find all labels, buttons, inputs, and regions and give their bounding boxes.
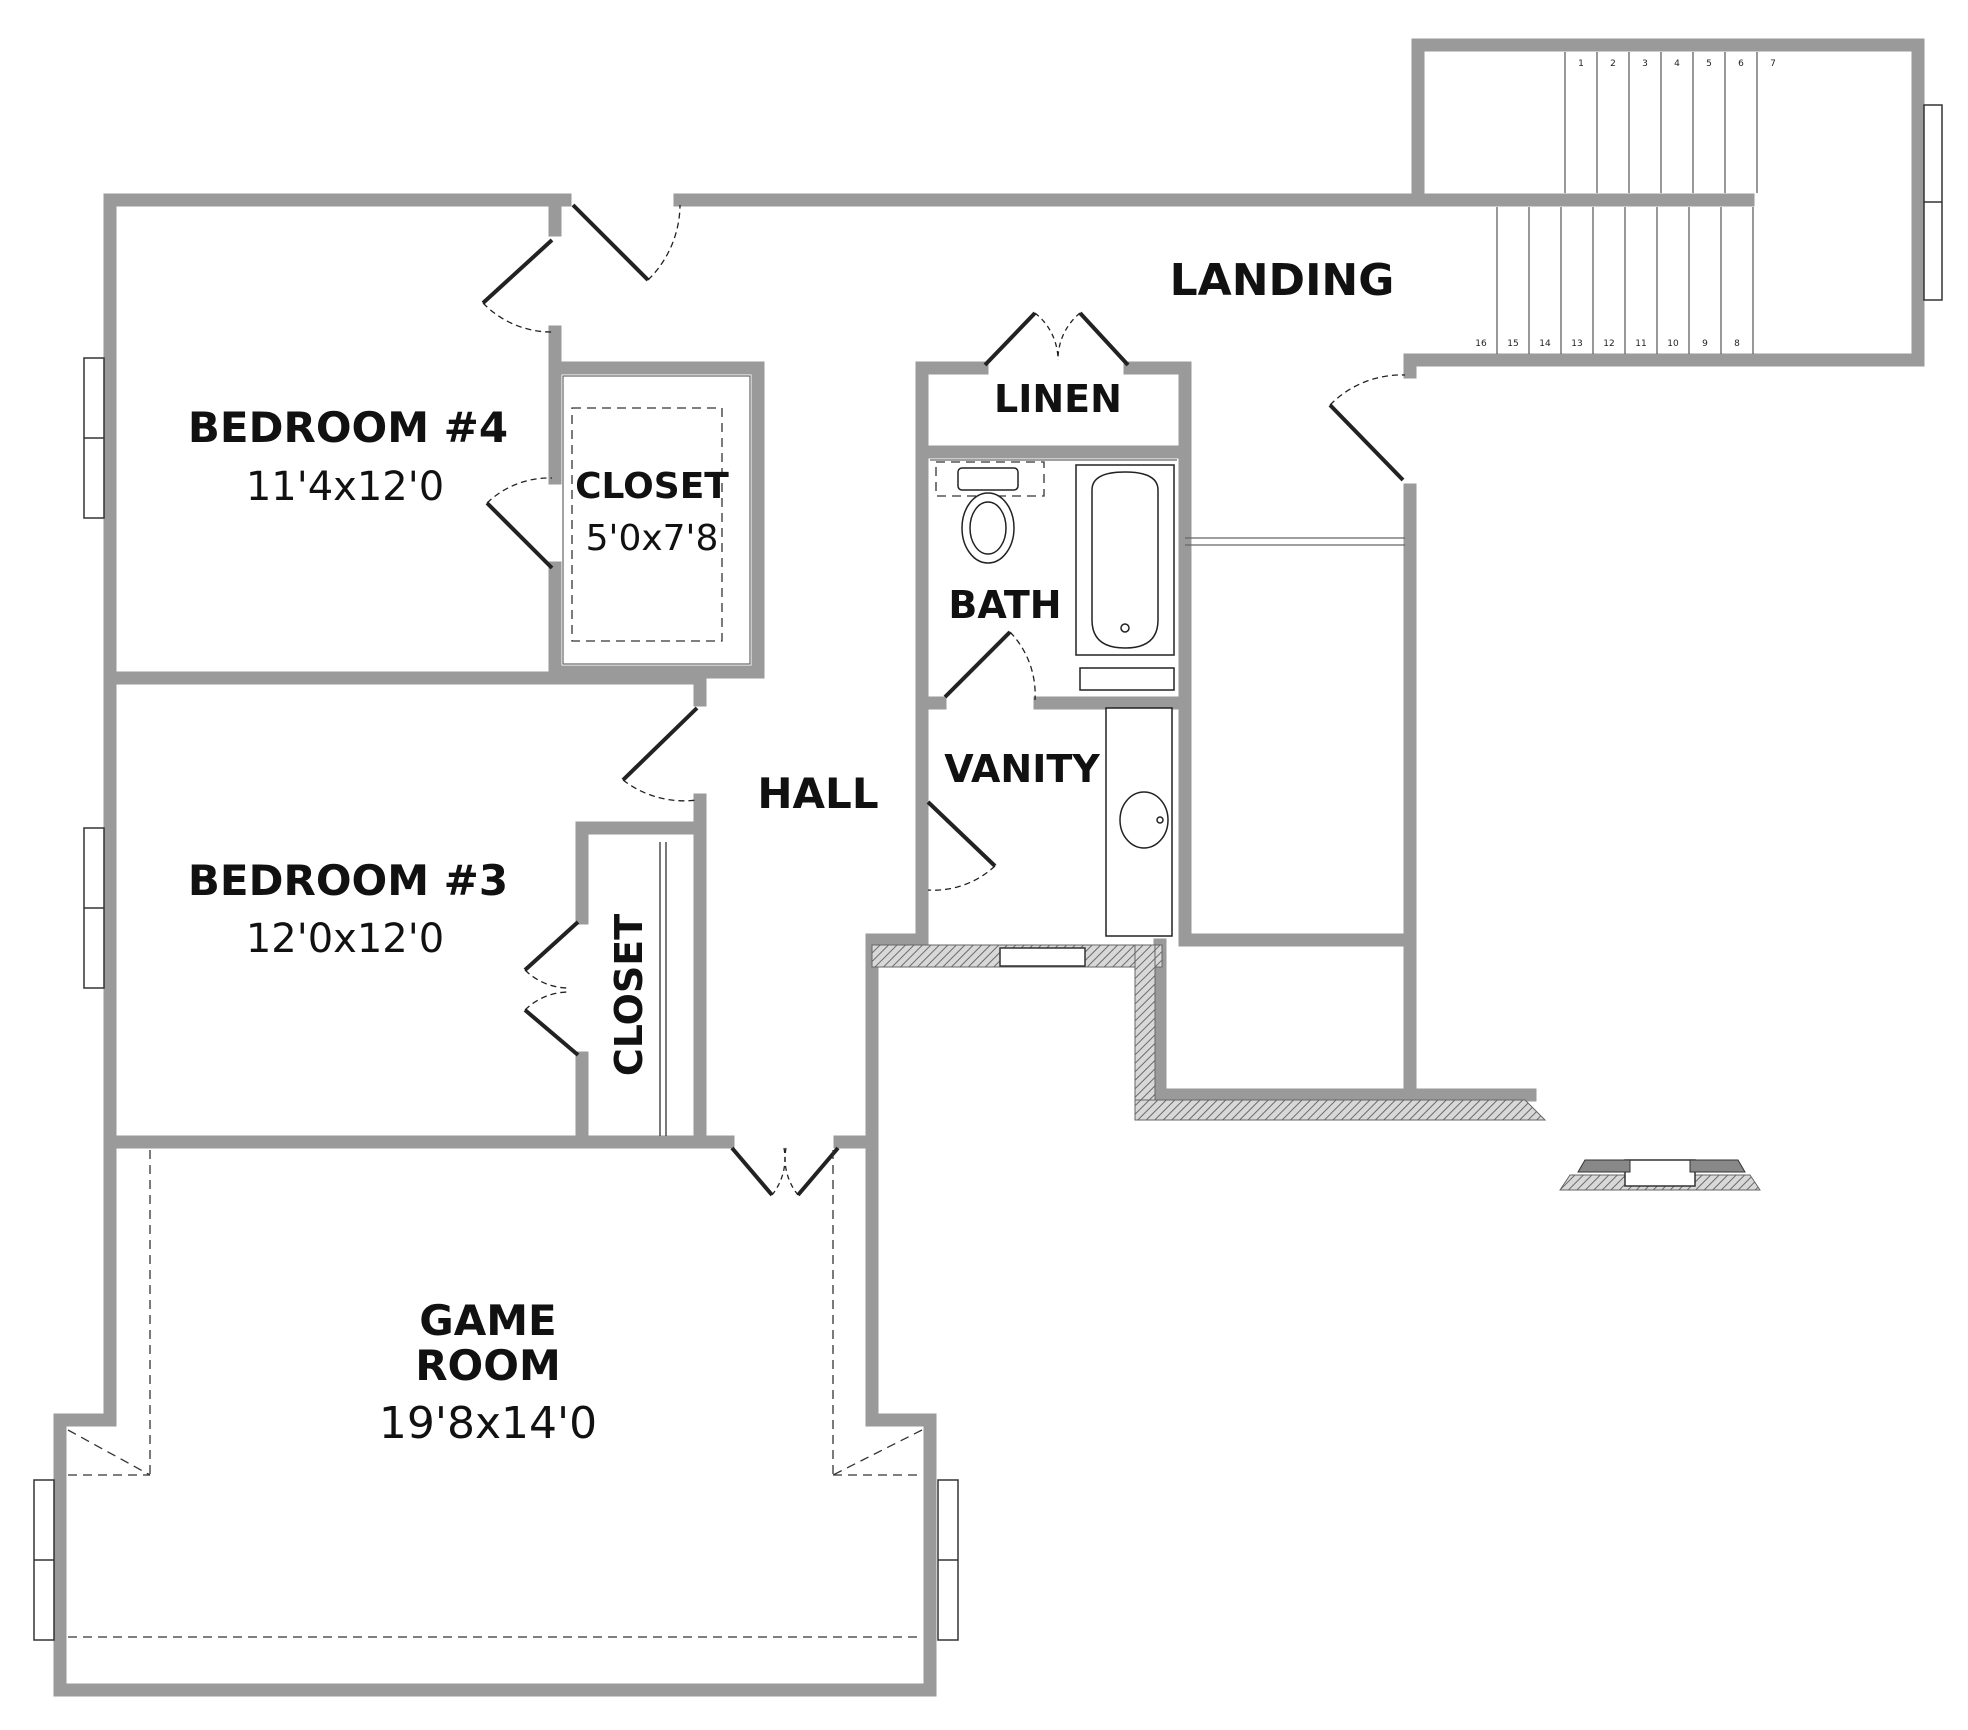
stair-step-9: 9 [1702,339,1708,349]
dashed-lines [67,407,1045,1638]
door-bath [943,630,1036,701]
stairs-lower-flight [1496,207,1754,354]
bath-name: BATH [948,583,1061,627]
small-detail-left [1577,1159,1631,1173]
closet1-inner [562,375,751,665]
stair-step-15: 15 [1507,339,1518,349]
stairs-upper-flight [1564,52,1758,193]
stairs [1496,52,1758,354]
small-detail-right [1689,1159,1746,1173]
stair-numbers-lower: 16 15 14 13 12 11 10 9 8 [1475,339,1740,349]
bedroom3-name: BEDROOM #3 [188,856,508,905]
wall-linen-east [1123,361,1192,947]
bath-fixtures [957,464,1175,937]
doors [481,203,1406,1197]
stair-step-4: 4 [1674,59,1680,69]
vanity-name: VANITY [944,747,1100,791]
wall-hall-east [865,933,929,1149]
stair-step-12: 12 [1603,339,1614,349]
bedroom3-size: 12'0x12'0 [246,916,444,962]
bathtub-basin [1091,471,1159,649]
toilet-tank [957,467,1019,491]
closet1-name: CLOSET [575,466,729,507]
hatched-walls [871,944,1761,1191]
door-linen [983,311,1130,367]
small-detail-box [1624,1159,1696,1187]
closet1-shelf [571,407,723,642]
wall-closet2 [575,821,707,925]
stair-step-6: 6 [1738,59,1744,69]
closet1-size: 5'0x7'8 [586,518,719,559]
game-room-name-line2: ROOM [415,1341,561,1390]
stair-step-5: 5 [1706,59,1712,69]
door-bedroom3 [621,706,699,802]
stair-step-13: 13 [1571,339,1582,349]
toilet-seat [969,501,1007,555]
bathtub-drain [1120,623,1130,633]
stair-step-8: 8 [1734,339,1740,349]
door-top-entry [571,203,681,282]
door-vanity [926,800,997,891]
door-bedroom4 [481,238,554,333]
stair-step-16: 16 [1475,339,1487,349]
hatch-right-box-bottom [1134,1099,1547,1121]
game-room-size: 19'8x14'0 [379,1398,597,1449]
door-closet1 [485,477,554,570]
game-ceiling-sw [67,1429,151,1476]
game-ceiling-se [832,1429,923,1476]
stair-step-1: 1 [1578,59,1584,69]
hatch-right-box-west [1134,944,1156,1111]
bedroom4-name: BEDROOM #4 [188,403,508,452]
landing-name: LANDING [1170,255,1395,306]
wall-edges [562,375,1405,665]
walls [53,38,1925,1697]
bedroom4-size: 11'4x12'0 [246,464,444,510]
stair-step-10: 10 [1667,339,1679,349]
wall-game-west [53,1135,937,1697]
stair-step-2: 2 [1610,59,1616,69]
stair-step-14: 14 [1539,339,1551,349]
windows [33,104,1943,1641]
game-room-name-line1: GAME [419,1296,556,1345]
vanity-sink [1119,791,1169,849]
stair-numbers-upper: 1 2 3 4 5 6 7 [1578,59,1776,69]
wall-stair-enclosure [1403,38,1925,379]
closet2-name: CLOSET [607,914,651,1076]
labels: BEDROOM #4 11'4x12'0 CLOSET 5'0x7'8 BEDR… [188,255,1394,1449]
stair-step-11: 11 [1635,339,1646,349]
bath-shelf [1079,667,1175,691]
door-game-room [730,1146,840,1197]
linen-name: LINEN [994,377,1122,421]
door-closet2 [523,920,580,1057]
door-landing [1328,374,1406,482]
vanity-faucet [1156,816,1164,824]
stair-step-3: 3 [1642,59,1648,69]
window-bath [999,947,1086,967]
wall-linen-west [915,361,989,947]
stair-step-7: 7 [1770,59,1776,69]
hall-name: HALL [757,769,878,818]
